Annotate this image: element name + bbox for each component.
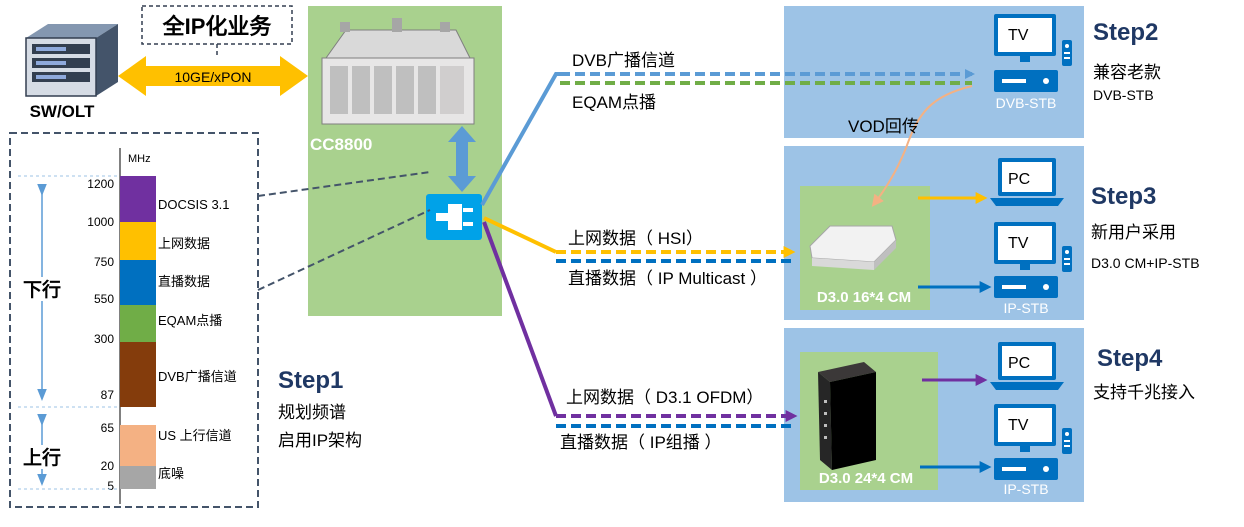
spectrum-band-label: DOCSIS 3.1 xyxy=(158,197,230,212)
service-box-label: 全IP化业务 xyxy=(162,14,273,39)
spectrum-band-label: EQAM点播 xyxy=(158,313,222,328)
step1-line2: 启用IP架构 xyxy=(278,431,362,450)
hsi-flow-label: 上网数据（ HSI） xyxy=(568,229,703,248)
tv-icon xyxy=(994,404,1056,452)
upper-trunk-line xyxy=(480,72,560,206)
step1-title: Step1 xyxy=(278,367,343,394)
spectrum-tick-label: 5 xyxy=(107,479,114,493)
spectrum-unit-label: MHz xyxy=(128,153,151,165)
pc2-label: PC xyxy=(1008,355,1030,372)
remote-control-icon xyxy=(1062,428,1072,454)
laptop-icon xyxy=(990,158,1064,206)
step4-title: Step4 xyxy=(1097,345,1163,372)
outdoor-amplifier-icon xyxy=(321,18,475,125)
plug-connector-icon xyxy=(426,194,482,240)
tv-icon xyxy=(994,222,1056,270)
spectrum-band xyxy=(120,176,156,222)
spectrum-tick-label: 87 xyxy=(101,388,115,402)
multicast-flow-label: 直播数据（ IP Multicast ） xyxy=(568,269,767,288)
spectrum-tick-label: 750 xyxy=(94,255,114,269)
spectrum-band-label: 底噪 xyxy=(158,466,184,481)
ofdm-flow-label: 上网数据（ D3.1 OFDM） xyxy=(566,388,763,407)
ip-stb-1-label: IP-STB xyxy=(1003,300,1048,316)
up-label: 上行 xyxy=(23,446,61,469)
spectrum-bands xyxy=(120,176,156,489)
cm30-label: D3.0 16*4 CM xyxy=(817,289,911,306)
zoom-line-bottom xyxy=(257,209,431,291)
step3-line2: D3.0 CM+IP-STB xyxy=(1091,255,1200,271)
link-double-arrow xyxy=(118,56,308,96)
laptop-icon xyxy=(990,342,1064,390)
tv-icon xyxy=(994,14,1056,62)
step2-line2: DVB-STB xyxy=(1093,87,1154,103)
tv1-label: TV xyxy=(1008,27,1029,44)
lower-trunk-line xyxy=(482,221,558,417)
spectrum-tick-label: 550 xyxy=(94,292,114,306)
step3-line1: 新用户采用 xyxy=(1091,223,1176,242)
pc1-label: PC xyxy=(1008,171,1030,188)
spectrum-band-label: DVB广播信道 xyxy=(158,369,237,384)
step3-title: Step3 xyxy=(1091,183,1156,210)
step2-line1: 兼容老款 xyxy=(1093,63,1161,82)
spectrum-tick-label: 1000 xyxy=(87,215,114,229)
set-top-box-icon xyxy=(994,70,1058,92)
spectrum-band xyxy=(120,342,156,407)
cable-modem-icon xyxy=(818,362,876,470)
dvb-flow-label: DVB广播信道 xyxy=(572,51,675,70)
spectrum-band xyxy=(120,466,156,489)
link-label: 10GE/xPON xyxy=(174,69,251,85)
spectrum-band xyxy=(120,260,156,305)
spectrum-band-label: 直播数据 xyxy=(158,274,210,289)
vod-label: VOD回传 xyxy=(848,117,919,136)
tv3-label: TV xyxy=(1008,417,1029,434)
spectrum-band xyxy=(120,425,156,466)
step1-line1: 规划频谱 xyxy=(278,403,346,422)
ipmc-flow-label: 直播数据（ IP组播 ） xyxy=(560,433,722,452)
remote-control-icon xyxy=(1062,246,1072,272)
vod-return-arrow xyxy=(871,85,973,207)
spectrum-tick-labels: 1200 1000 750 550 300 87 65 20 5 xyxy=(87,177,114,493)
step4-line1: 支持千兆接入 xyxy=(1093,383,1195,402)
down-label: 下行 xyxy=(23,278,61,301)
spectrum-band xyxy=(120,305,156,342)
spectrum-tick-label: 300 xyxy=(94,332,114,346)
spectrum-tick-label: 1200 xyxy=(87,177,114,191)
ip-stb-2-label: IP-STB xyxy=(1003,481,1048,497)
middle-trunk-line xyxy=(483,216,557,254)
cm31-label: D3.0 24*4 CM xyxy=(819,470,913,487)
set-top-box-icon xyxy=(994,458,1058,480)
spectrum-tick-label: 20 xyxy=(101,459,115,473)
spectrum-band xyxy=(120,222,156,260)
tv2-label: TV xyxy=(1008,235,1029,252)
remote-control-icon xyxy=(1062,40,1072,66)
up-label-bg xyxy=(18,445,66,469)
down-label-bg xyxy=(18,277,66,301)
server-rack-icon xyxy=(25,24,118,97)
spectrum-band-label: 上网数据 xyxy=(158,236,210,251)
spectrum-tick-label: 65 xyxy=(101,421,115,435)
olt-label: SW/OLT xyxy=(30,102,95,121)
cc-vertical-arrow xyxy=(448,126,476,192)
set-top-box-icon xyxy=(994,276,1058,298)
cc8800-label: CC8800 xyxy=(310,135,372,154)
eqam-flow-label: EQAM点播 xyxy=(572,93,656,112)
cable-modem-icon xyxy=(809,225,897,270)
step2-title: Step2 xyxy=(1093,19,1158,46)
dvb-stb-label: DVB-STB xyxy=(996,95,1057,111)
zoom-line-top xyxy=(257,171,431,197)
spectrum-band-label: US 上行信道 xyxy=(158,428,232,443)
